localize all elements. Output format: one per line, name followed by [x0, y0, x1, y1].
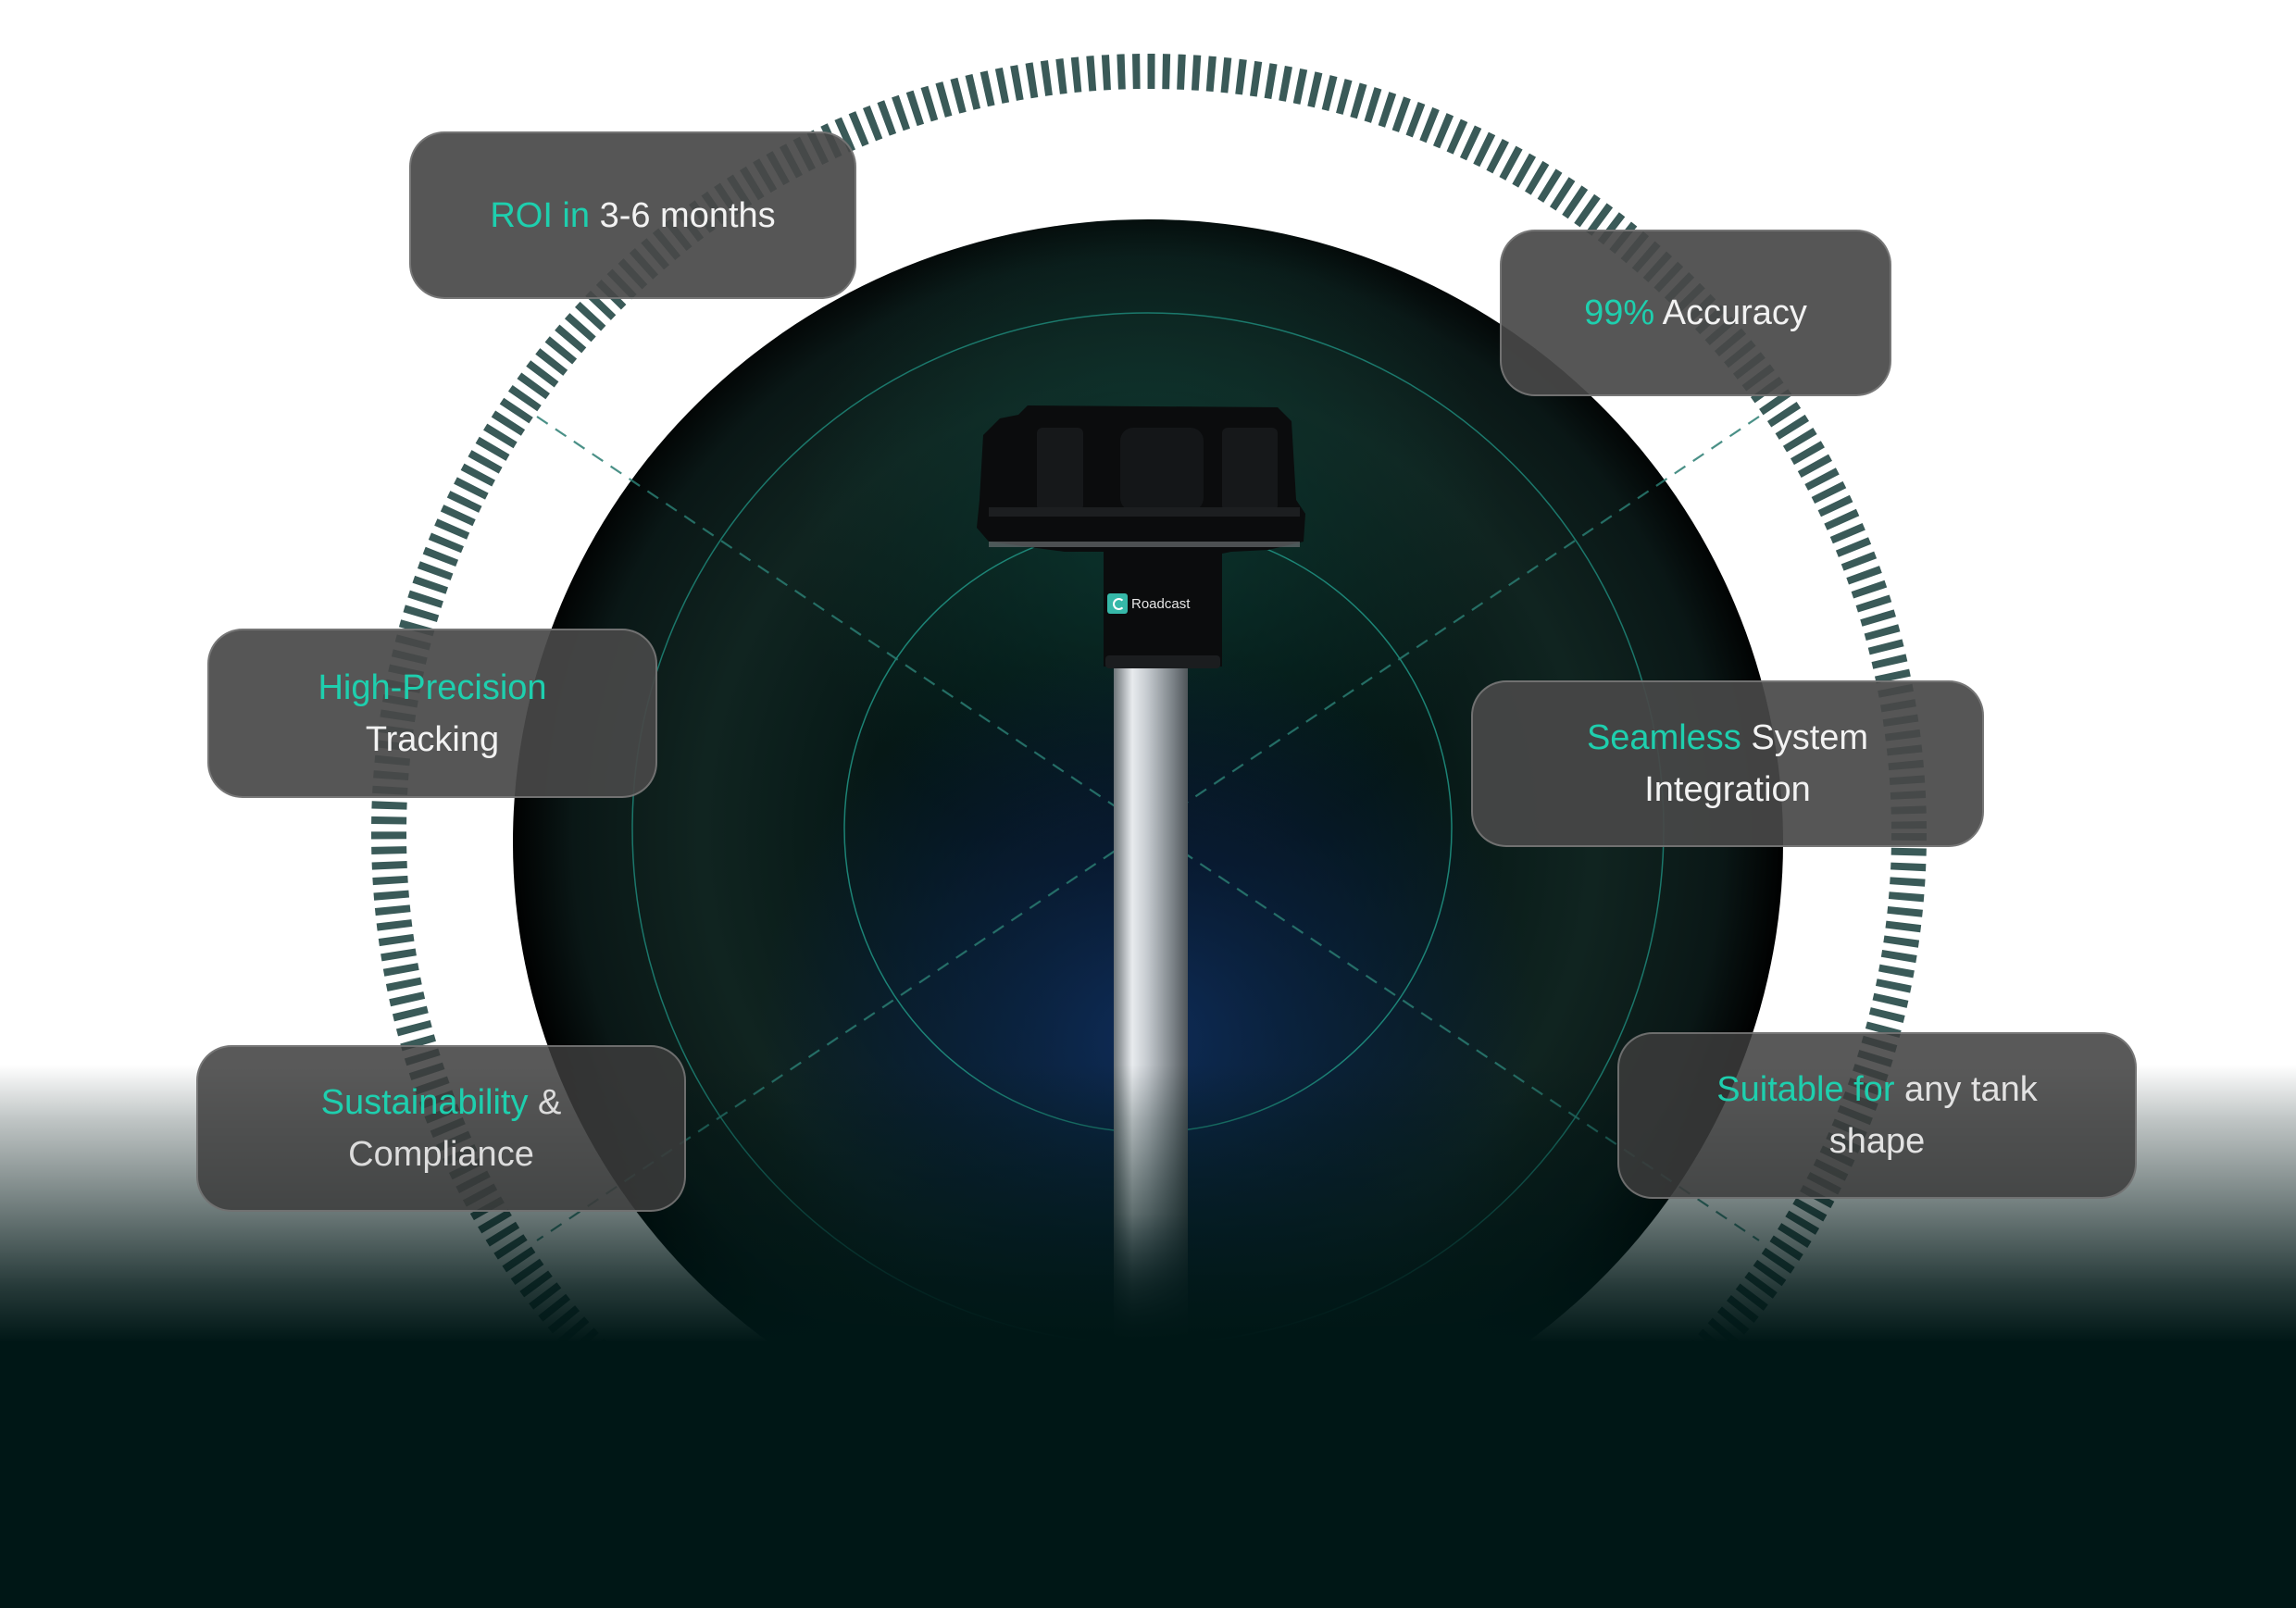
feature-text: Accuracy	[1654, 293, 1807, 332]
feature-text: any tank shape	[1828, 1070, 2038, 1161]
feature-highlight: Sustainability	[320, 1083, 529, 1122]
feature-highlight: 99%	[1584, 293, 1655, 332]
feature-card-accuracy: 99% Accuracy	[1500, 230, 1891, 396]
feature-card-tracking: High-Precision Tracking	[207, 629, 657, 798]
sensor-head	[977, 405, 1305, 668]
feature-card-sustainability: Sustainability & Compliance	[196, 1045, 686, 1212]
brand-label: Roadcast	[1131, 596, 1191, 612]
brand-logo-icon	[1107, 593, 1128, 614]
feature-highlight: Suitable for	[1716, 1070, 1895, 1109]
feature-text: 3-6 months	[590, 195, 776, 235]
feature-card-roi: ROI in 3-6 months	[409, 131, 856, 299]
feature-card-tank-shape: Suitable for any tank shape	[1617, 1032, 2137, 1199]
feature-highlight: High-Precision	[318, 667, 547, 707]
feature-text: System Integration	[1644, 718, 1869, 809]
feature-highlight: ROI in	[490, 195, 591, 235]
feature-card-integration: Seamless System Integration	[1471, 680, 1984, 847]
feature-highlight: Seamless	[1586, 718, 1741, 757]
feature-text: Tracking	[365, 719, 500, 759]
feature-text: & Compliance	[348, 1083, 562, 1174]
